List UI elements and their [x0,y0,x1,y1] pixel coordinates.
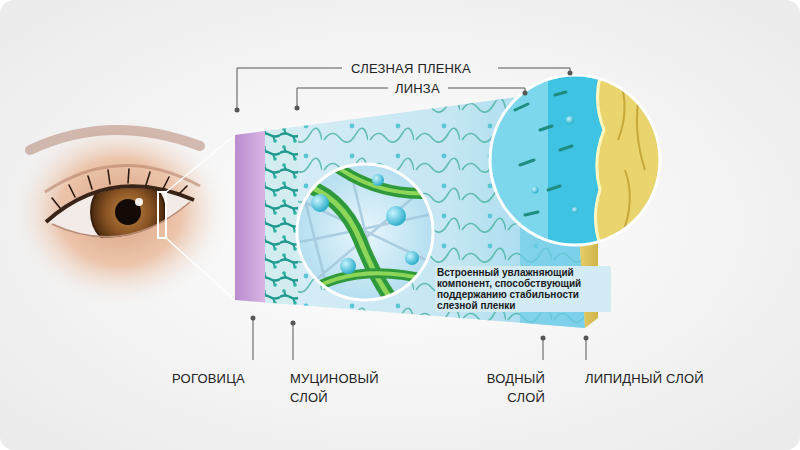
eyebrow [30,130,200,150]
leader-line [448,88,525,92]
leader-dot [584,336,589,341]
zoom-ring [490,75,660,245]
moisture-bead [386,206,406,226]
leader-dot [523,91,528,96]
layer-label: ВОДНЫЙ СЛОЙ [463,369,545,407]
cornea-marker [158,192,166,238]
leader-dot [235,108,240,113]
tear-film-detail [488,70,680,250]
moisture-bead [340,258,356,274]
leader-line [253,318,254,360]
leader-dot [291,321,296,326]
leader-line [498,68,570,72]
callout-note: Встроенный увлажняющий компонент, способ… [435,266,611,312]
layer-label: ЛИПИДНЫЙ СЛОЙ [585,369,704,388]
leader-dot [541,336,546,341]
mucin-strand [515,92,572,215]
skin [8,116,232,308]
zoom-ring [297,164,433,300]
leader-line [543,338,544,360]
eye-illustration [8,116,232,308]
highlight [135,198,143,206]
moisture-bead [405,251,419,265]
zoom-line [166,135,235,192]
zoom-line [166,238,235,300]
leader-dot [251,316,256,321]
moisture-bead [572,207,578,213]
leader-dot [295,106,300,111]
moisture-bead [311,194,329,212]
layer-label: РОГОВИЦА [172,369,245,388]
zoom-detail [288,162,442,312]
layer-label: ЛИНЗА [395,79,440,98]
leader-lines [237,68,586,360]
moisture-bead [566,116,574,124]
moisture-bead [372,174,384,186]
layer-label: СЛЕЗНАЯ ПЛЕНКА [351,59,471,78]
mucin-layer [262,80,298,340]
lipid-texture [618,80,650,240]
lipid-edge [595,70,604,250]
moisture-bead [532,187,539,194]
lipid-layer [595,70,680,250]
leader-line [293,323,294,360]
leader-line [297,88,388,107]
lower-lid [52,202,190,237]
leader-dot [568,71,573,76]
leader-line [586,338,587,360]
mucin-ground [262,80,298,340]
layer-label: МУЦИНОВЫЙ СЛОЙ [290,369,394,407]
cornea-layer [235,80,265,340]
